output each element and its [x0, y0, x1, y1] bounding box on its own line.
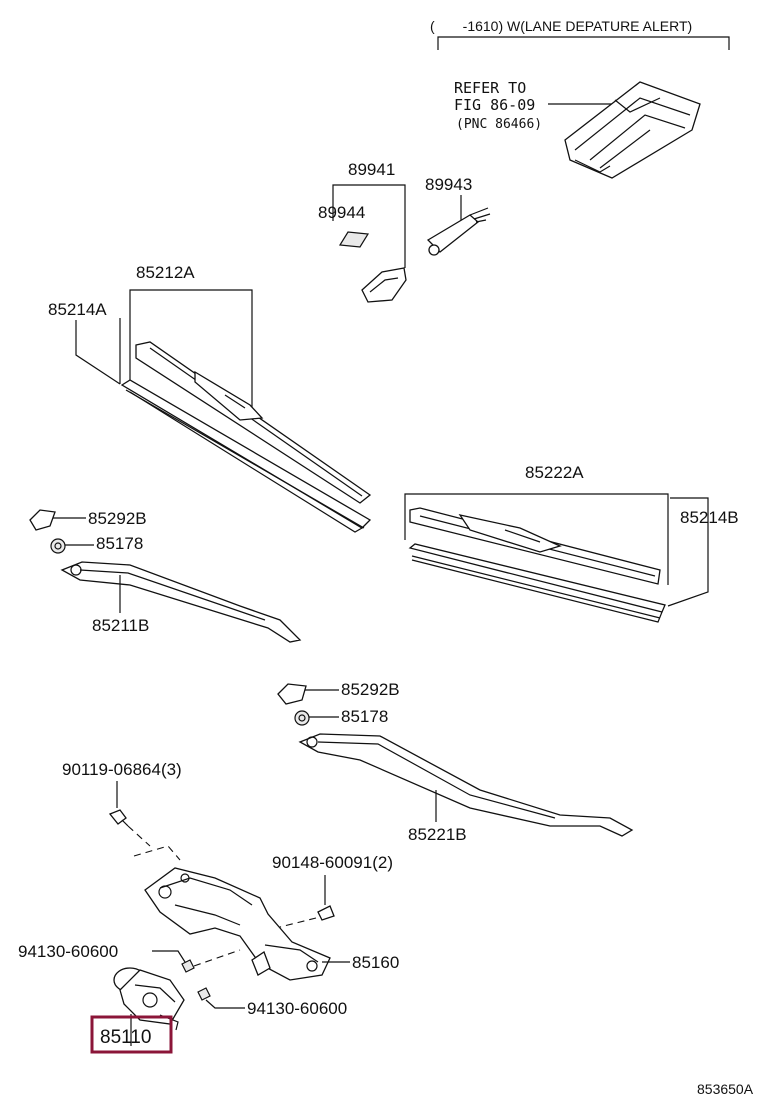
header-note: ( -1610) W(LANE DEPATURE ALERT) [430, 18, 692, 34]
label-89941: 89941 [348, 160, 395, 179]
nut-part-1 [50, 538, 66, 554]
front-wiper-blade-right [409, 507, 661, 585]
label-85221B: 85221B [408, 825, 467, 844]
dash-line-bolt [127, 825, 181, 861]
leader-85212A [129, 289, 253, 410]
label-85211B: 85211B [92, 616, 149, 635]
bolt-part-90119 [108, 809, 129, 827]
label-85110[interactable]: 85110 [100, 1027, 151, 1048]
refer-line2: FIG 86-09 [454, 96, 535, 114]
dash-line-94130-1 [193, 949, 241, 967]
wiper-motor-part [113, 967, 185, 1031]
label-85212A: 85212A [136, 263, 195, 282]
refer-line3: (PNC 86466) [456, 117, 542, 132]
label-85292B-1: 85292B [88, 509, 147, 528]
label-85292B-2: 85292B [341, 680, 400, 699]
front-wiper-rubber-right [408, 543, 666, 623]
leader-85214A [75, 318, 121, 385]
label-89944: 89944 [318, 203, 365, 222]
label-94130-2: 94130-60600 [247, 999, 347, 1018]
label-85160: 85160 [352, 953, 399, 972]
harness-part [426, 207, 491, 256]
figure-code: 853650A [697, 1081, 754, 1097]
header-bracket [437, 36, 730, 50]
camera-housing-part [564, 81, 701, 179]
label-85214A: 85214A [48, 300, 107, 319]
wiper-arm-part-1 [60, 561, 302, 643]
label-90148: 90148-60091(2) [272, 853, 393, 872]
sensor-pad-part [338, 231, 370, 248]
label-85178-2: 85178 [341, 707, 388, 726]
nut-part-94130-2 [197, 987, 211, 1001]
highlight-box-85110[interactable] [90, 1015, 173, 1054]
leader-85214B [667, 497, 709, 607]
label-89943: 89943 [425, 175, 472, 194]
nut-part-2 [294, 710, 310, 726]
leader-85222A [404, 493, 669, 585]
bolt-part-90148 [317, 905, 335, 921]
label-94130-1: 94130-60600 [18, 942, 118, 961]
nut-part-94130-1 [181, 959, 195, 973]
label-85214B: 85214B [680, 508, 739, 527]
leader-94130-2 [205, 999, 245, 1009]
label-90119: 90119-06864(3) [62, 760, 182, 779]
wiper-link-part [144, 867, 331, 981]
arm-cap-part-1 [29, 509, 56, 531]
front-wiper-rubber-left [120, 379, 372, 533]
leader-94130-1 [152, 950, 186, 963]
leader-89941 [332, 184, 406, 268]
arm-cap-part-2 [277, 683, 307, 705]
refer-line1: REFER TO [454, 79, 526, 97]
front-wiper-blade-left [135, 341, 372, 504]
sensor-bracket-part [361, 267, 407, 303]
label-85222A: 85222A [525, 463, 584, 482]
wiper-arm-part-2 [298, 733, 634, 837]
label-85178-1: 85178 [96, 534, 143, 553]
